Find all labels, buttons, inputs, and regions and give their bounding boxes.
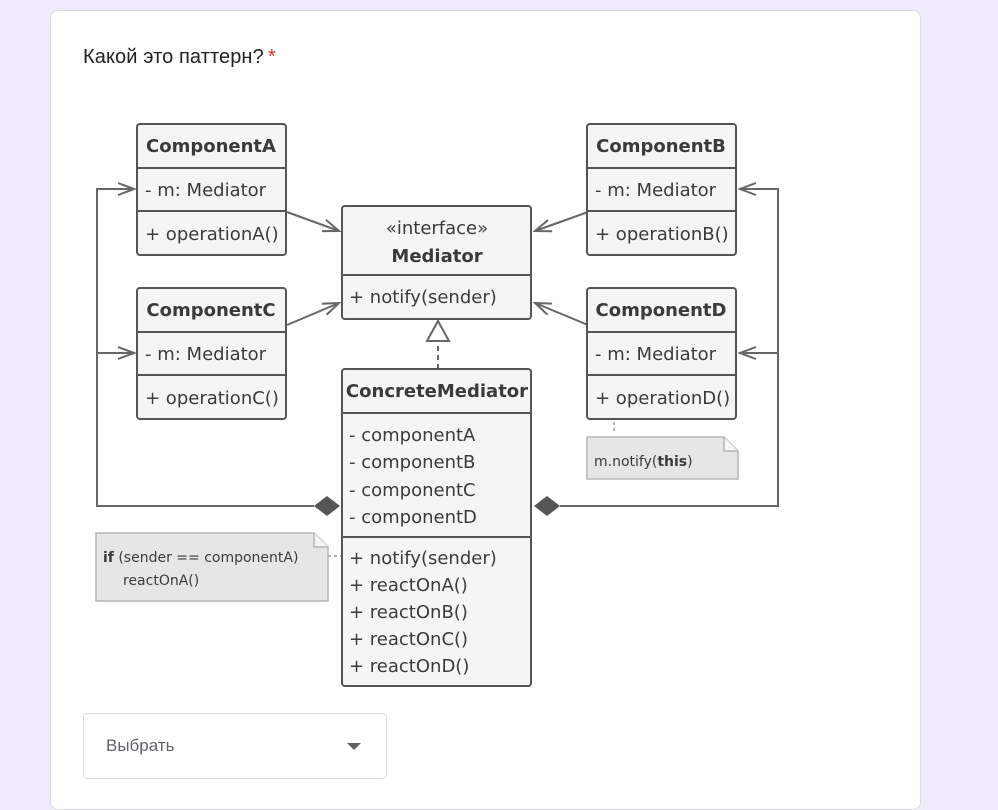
mediator-method: + notify(sender) — [349, 287, 497, 308]
componentB-method: + operationB() — [595, 224, 729, 245]
mediator-box — [341, 205, 532, 320]
mediator-stereotype: «interface» — [386, 218, 488, 239]
componentB-name: ComponentB — [596, 136, 726, 157]
concrete-to-componentA-association — [96, 189, 314, 507]
composition-diamond-left — [314, 496, 340, 516]
componentB-box — [586, 123, 737, 256]
concrete-method: + reactOnA() — [349, 575, 468, 596]
concrete-to-componentB-association — [560, 189, 779, 507]
componentA-to-mediator-arrow — [286, 211, 339, 231]
componentA-method: + operationA() — [145, 224, 279, 245]
componentC-to-mediator-arrow — [286, 303, 339, 326]
class-componentA: ComponentA - m: Mediator + operationA() — [136, 123, 287, 256]
realization-triangle — [425, 318, 451, 342]
composition-diamond-right — [534, 496, 560, 516]
concrete-field: - componentD — [349, 507, 477, 528]
concrete-field: - componentA — [349, 425, 476, 446]
class-concrete-mediator: ConcreteMediator - componentA - componen… — [341, 368, 532, 687]
componentD-field: - m: Mediator — [595, 344, 717, 365]
class-componentC: ComponentC - m: Mediator + operationC() — [136, 287, 287, 420]
note-if: if (sender == componentA) reactOnA() — [95, 532, 329, 602]
interface-mediator: «interface» Mediator + notify(sender) — [341, 205, 532, 320]
componentD-box — [586, 287, 737, 420]
concrete-method: + notify(sender) — [349, 548, 497, 569]
componentD-method: + operationD() — [595, 388, 730, 409]
componentA-field: - m: Mediator — [145, 180, 267, 201]
componentA-name: ComponentA — [146, 136, 276, 157]
note-notify-shape — [586, 436, 739, 480]
concrete-method: + reactOnB() — [349, 602, 468, 623]
caret-down-icon — [347, 743, 361, 750]
class-componentB: ComponentB - m: Mediator + operationB() — [586, 123, 737, 256]
mediator-uml-diagram: ComponentA - m: Mediator + operationA() … — [95, 123, 779, 687]
concrete-method: + reactOnC() — [349, 629, 468, 650]
componentC-field: - m: Mediator — [145, 344, 267, 365]
connector-lines — [96, 189, 779, 557]
class-componentD: ComponentD - m: Mediator + operationD() — [586, 287, 737, 420]
concrete-mediator-name: ConcreteMediator — [346, 381, 528, 402]
question-title: Какой это паттерн?* — [83, 46, 276, 69]
dropdown-value: Выбрать — [106, 736, 175, 755]
answer-dropdown[interactable]: Выбрать — [83, 713, 387, 779]
componentD-name: ComponentD — [596, 300, 727, 321]
concrete-mediator-box — [341, 368, 532, 687]
required-asterisk: * — [267, 46, 276, 68]
note-notify-text: m.notify(this) — [594, 454, 693, 470]
note-if-action: reactOnA() — [123, 573, 199, 589]
note-if-shape — [95, 532, 329, 602]
componentC-name: ComponentC — [146, 300, 275, 321]
concrete-method: + reactOnD() — [349, 656, 469, 677]
mediator-name: Mediator — [391, 246, 482, 267]
note-if-condition: if (sender == componentA) — [103, 550, 298, 566]
componentC-box — [136, 287, 287, 420]
concrete-field: - componentB — [349, 452, 475, 473]
concrete-field: - componentC — [349, 480, 476, 501]
componentC-method: + operationC() — [145, 388, 279, 409]
note-notify: m.notify(this) — [586, 436, 739, 480]
question-text: Какой это паттерн? — [83, 46, 264, 68]
componentB-field: - m: Mediator — [595, 180, 717, 201]
componentB-to-mediator-arrow — [535, 211, 589, 231]
componentA-box — [136, 123, 287, 256]
componentD-to-mediator-arrow — [535, 303, 589, 326]
